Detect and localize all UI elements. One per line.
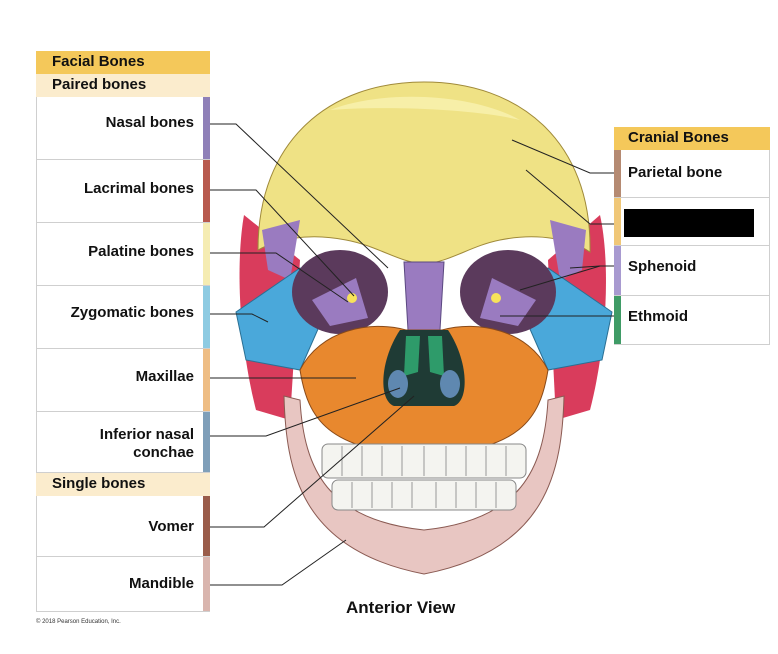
- nasal-bones-label: Nasal bones: [106, 114, 194, 132]
- label-row-maxillae: Maxillae: [36, 349, 210, 412]
- label-row-mandible: Mandible: [36, 557, 210, 612]
- zygomatic-bones-label: Zygomatic bones: [71, 304, 194, 322]
- label-row-zygomatic-bones: Zygomatic bones: [36, 286, 210, 349]
- label-row-parietal-bone: Parietal bone: [614, 150, 770, 198]
- lower-teeth: [332, 480, 516, 510]
- palatine-bones-color-bar: [203, 223, 210, 285]
- facial-bones-header: Facial Bones: [36, 51, 210, 74]
- zygomatic-bones-color-bar: [203, 286, 210, 348]
- redacted-color-bar: [614, 198, 621, 245]
- label-row-palatine-bones: Palatine bones: [36, 223, 210, 286]
- paired-bones-header: Paired bones: [36, 74, 210, 97]
- maxillae-color-bar: [203, 349, 210, 411]
- sphenoid-label: Sphenoid: [628, 258, 696, 276]
- mandible-label: Mandible: [129, 575, 194, 593]
- label-row-ethmoid: Ethmoid: [614, 296, 770, 345]
- label-row-lacrimal-bones: Lacrimal bones: [36, 160, 210, 223]
- single-bones-header: Single bones: [36, 473, 210, 496]
- anterior-view-caption: Anterior View: [346, 598, 455, 618]
- copyright-notice: © 2018 Pearson Education, Inc.: [36, 619, 121, 625]
- maxillae-label: Maxillae: [136, 368, 194, 386]
- sphenoid-color-bar: [614, 246, 621, 295]
- vomer-label: Vomer: [148, 518, 194, 536]
- lacrimal-bones-color-bar: [203, 160, 210, 222]
- frontal-bone-region: [258, 82, 590, 264]
- vomer-color-bar: [203, 496, 210, 556]
- label-row-nasal-bones: Nasal bones: [36, 97, 210, 160]
- inferior-nasal-line2: conchae: [100, 444, 194, 462]
- redacted-label-box: [624, 209, 754, 237]
- ethmoid-color-bar: [614, 296, 621, 344]
- parietal-bone-color-bar: [614, 150, 621, 197]
- label-row-vomer: Vomer: [36, 496, 210, 557]
- palatine-bones-label: Palatine bones: [88, 243, 194, 261]
- parietal-bone-label: Parietal bone: [628, 164, 722, 182]
- label-row-redacted: [614, 198, 770, 246]
- cranial-bones-header: Cranial Bones: [614, 127, 770, 150]
- inferior-nasal-conchae-color-bar: [203, 412, 210, 472]
- label-row-inferior-nasal-conchae: Inferior nasal conchae: [36, 412, 210, 473]
- inferior-nasal-conchae-label: Inferior nasal conchae: [100, 426, 194, 462]
- ethmoid-label: Ethmoid: [628, 308, 688, 326]
- nasal-bones-region: [404, 262, 444, 330]
- inferior-nasal-line1: Inferior nasal: [100, 426, 194, 444]
- mandible-color-bar: [203, 557, 210, 611]
- lacrimal-bones-label: Lacrimal bones: [84, 180, 194, 198]
- label-row-sphenoid: Sphenoid: [614, 246, 770, 296]
- nasal-bones-color-bar: [203, 97, 210, 159]
